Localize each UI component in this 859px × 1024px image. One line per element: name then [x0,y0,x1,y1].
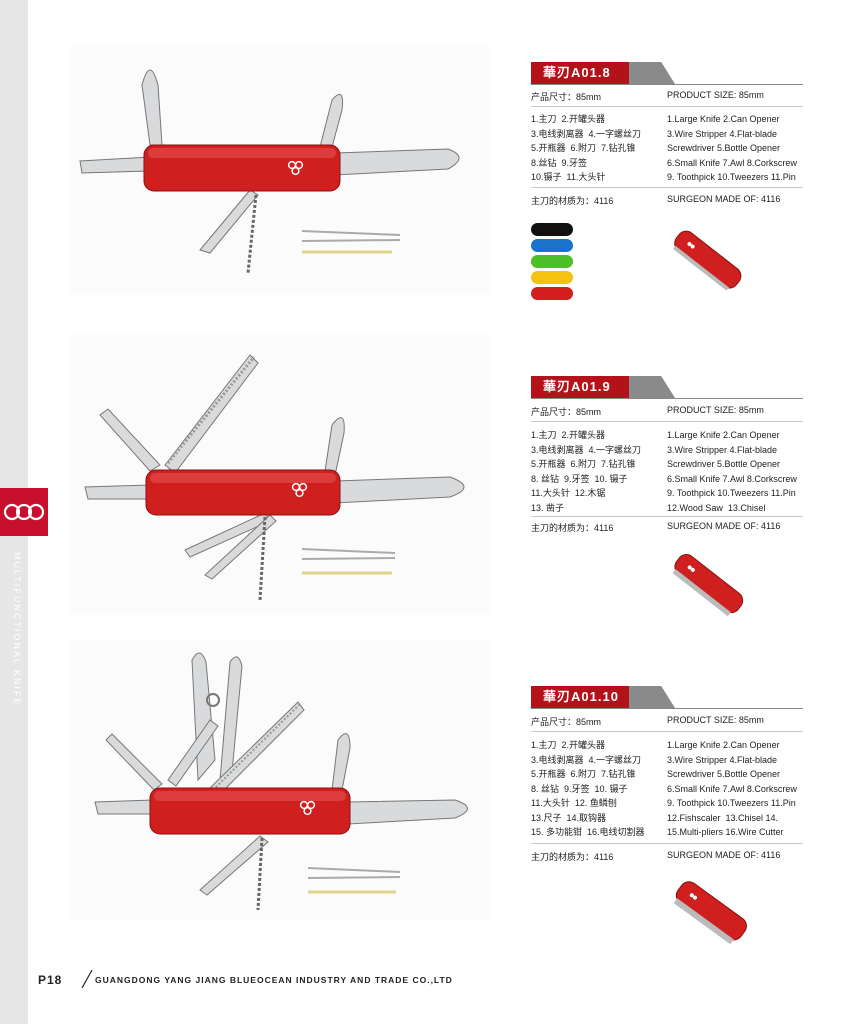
product-2-photo [70,335,490,615]
product-1-title: 華刃A01.8 [531,62,675,84]
product-1-parts-en: 1.Large Knife 2.Can Opener 3.Wire Stripp… [667,114,797,182]
title-rule [531,398,803,399]
page-number: P18 [38,973,63,987]
product-1-photo [70,45,490,295]
product-3-parts-en: 1.Large Knife 2.Can Opener 3.Wire Stripp… [667,740,797,837]
product-2-title-text: 華刃A01.9 [531,376,639,398]
color-option-green[interactable] [531,255,573,268]
product-3-material-cn: 主刀的材质为：4116 [531,852,614,862]
product-2-size-cn: 产品尺寸：85mm [531,407,602,417]
title-rule [531,84,803,85]
footer-slash-divider [81,969,93,989]
product-1-size-en: PRODUCT SIZE: 85mm [667,90,764,100]
product-1-parts-cn: 1.主刀 2.开罐头器 3.电线剥离器 4.一字螺丝刀 5.开瓶器 6.附刀 7… [531,114,642,182]
product-3-photo [70,640,490,920]
ego-logo [0,488,48,536]
product-3-title-text: 華刃A01.10 [531,686,639,708]
product-3-closed-photo [664,868,756,954]
product-2-parts-cn: 1.主刀 2.开罐头器 3.电线剥离器 4.一字螺丝刀 5.开瓶器 6.附刀 7… [531,430,642,513]
product-1-title-text: 華刃A01.8 [531,62,639,84]
product-1-material-en: SURGEON MADE OF: 4116 [667,194,781,204]
spec-divider [531,516,803,517]
color-option-blue[interactable] [531,239,573,252]
title-tab-accent [629,686,675,708]
product-3-size-en: PRODUCT SIZE: 85mm [667,715,764,725]
product-2-closed-photo [662,540,754,626]
product-2-title: 華刃A01.9 [531,376,675,398]
spec-divider [531,106,803,107]
title-rule [531,708,803,709]
spec-divider [531,731,803,732]
company-name: GUANGDONG YANG JIANG BLUEOCEAN INDUSTRY … [95,975,453,985]
vertical-category-label: MULTIFUNCTIONAL KNIFE [12,552,22,707]
product-1-closed-photo [662,218,752,300]
product-2-material-en: SURGEON MADE OF: 4116 [667,521,781,531]
product-3-size-cn: 产品尺寸：85mm [531,717,602,727]
product-3-title: 華刃A01.10 [531,686,675,708]
product-1-material-cn: 主刀的材质为：4116 [531,196,614,206]
product-1-size-cn: 产品尺寸：85mm [531,92,602,102]
color-option-yellow[interactable] [531,271,573,284]
spec-divider [531,843,803,844]
product-3-parts-cn: 1.主刀 2.开罐头器 3.电线剥离器 4.一字螺丝刀 5.开瓶器 6.附刀 7… [531,740,645,837]
color-option-black[interactable] [531,223,573,236]
product-2-material-cn: 主刀的材质为：4116 [531,523,614,533]
product-3-material-en: SURGEON MADE OF: 4116 [667,850,781,860]
color-option-red[interactable] [531,287,573,300]
title-tab-accent [629,376,675,398]
product-2-parts-en: 1.Large Knife 2.Can Opener 3.Wire Stripp… [667,430,797,513]
title-tab-accent [629,62,675,84]
spec-divider [531,187,803,188]
spec-divider [531,421,803,422]
product-2-size-en: PRODUCT SIZE: 85mm [667,405,764,415]
